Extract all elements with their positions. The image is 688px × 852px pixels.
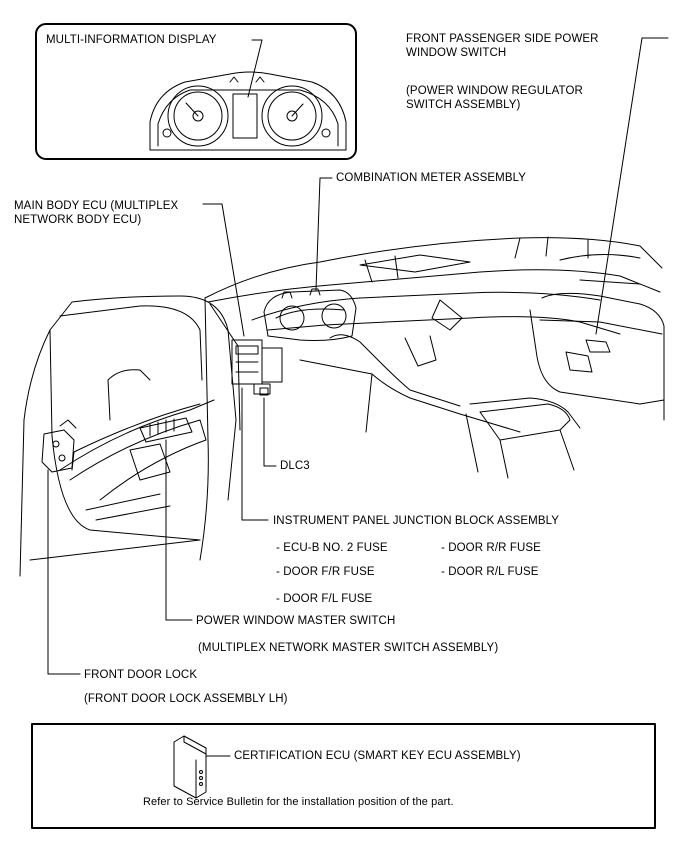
label-power-window-master-switch: POWER WINDOW MASTER SWITCH — [196, 615, 396, 627]
label-multi-information-display: MULTI-INFORMATION DISPLAY — [46, 34, 217, 46]
label-power-window-regulator-line1: (POWER WINDOW REGULATOR — [406, 85, 583, 97]
note-service-bulletin: Refer to Service Bulletin for the instal… — [143, 796, 454, 808]
label-main-body-ecu-line1: MAIN BODY ECU (MULTIPLEX — [14, 200, 179, 212]
certification-ecu-frame — [31, 723, 656, 829]
master-switch-drawing — [139, 417, 193, 443]
junction-block-drawing — [231, 339, 283, 396]
label-main-body-ecu-line2: NETWORK BODY ECU) — [14, 214, 142, 226]
label-front-passenger-switch-line1: FRONT PASSENGER SIDE POWER — [406, 33, 599, 45]
label-fuse-ecu-b-no2: - ECU-B NO. 2 FUSE — [276, 542, 388, 554]
label-fuse-door-rr: - DOOR R/R FUSE — [441, 542, 541, 554]
door-lock-drawing — [41, 419, 77, 473]
label-certification-ecu: CERTIFICATION ECU (SMART KEY ECU ASSEMBL… — [234, 750, 521, 762]
label-dlc3: DLC3 — [280, 460, 310, 472]
label-front-passenger-switch-line2: WINDOW SWITCH — [406, 47, 507, 59]
label-multiplex-master-switch: (MULTIPLEX NETWORK MASTER SWITCH ASSEMBL… — [198, 642, 499, 654]
label-fuse-door-rl: - DOOR R/L FUSE — [441, 566, 539, 578]
driver-door-drawing — [19, 295, 237, 577]
certification-ecu-drawing — [173, 735, 207, 799]
meter-detail-drawing — [149, 71, 347, 151]
label-front-door-lock-assembly: (FRONT DOOR LOCK ASSEMBLY LH) — [84, 693, 288, 705]
dashboard-outline — [199, 236, 663, 561]
label-power-window-regulator-line2: SWITCH ASSEMBLY) — [406, 99, 521, 111]
label-combination-meter: COMBINATION METER ASSEMBLY — [336, 172, 527, 184]
meter-detail-frame — [35, 23, 357, 160]
label-fuse-door-fr: - DOOR F/R FUSE — [276, 566, 375, 578]
combination-meter-drawing — [263, 288, 357, 341]
label-front-door-lock: FRONT DOOR LOCK — [84, 669, 198, 681]
label-junction-block: INSTRUMENT PANEL JUNCTION BLOCK ASSEMBLY — [273, 515, 560, 527]
label-fuse-door-fl: - DOOR F/L FUSE — [276, 593, 373, 605]
passenger-door-drawing — [529, 253, 665, 421]
